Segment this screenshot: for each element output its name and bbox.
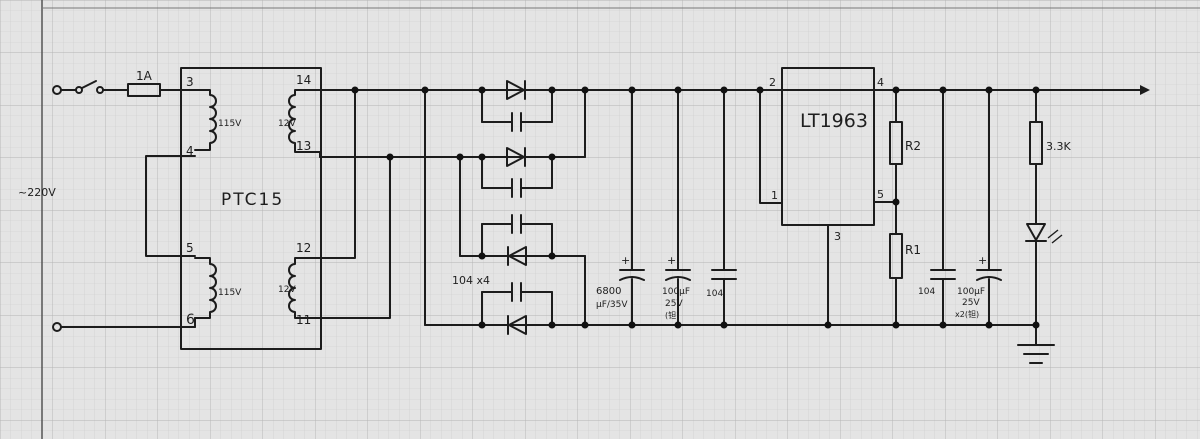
pin-4-label: 4 (186, 144, 194, 158)
pin-3-label: 3 (834, 230, 841, 243)
secondary-2-voltage: 12V (278, 285, 296, 295)
filter-cap-2-rating: 25V (665, 299, 683, 309)
secondary-winding-1 (288, 89, 311, 153)
filter-cap-1-value: 6800 (596, 286, 621, 297)
input-voltage-label: ~220V (18, 186, 56, 199)
filter-cap-2-note: (钽) (665, 310, 679, 320)
pin-4-label: 4 (877, 76, 884, 89)
pin-13-label: 13 (296, 139, 311, 153)
switch-contact-a (75, 86, 83, 94)
filter-cap-3-value: 104 (706, 289, 723, 299)
indicator-resistor-label: 3.3K (1046, 140, 1071, 153)
primary-1-voltage: 115V (218, 119, 242, 129)
pin-5-label: 5 (877, 188, 884, 201)
diode-1 (506, 80, 525, 100)
pin-14-label: 14 (296, 73, 311, 87)
output-cap-2-value: 100μF (957, 287, 985, 297)
svg-text:+: + (667, 254, 676, 267)
pin-12-label: 12 (296, 241, 311, 255)
transformer: PTC15 3 4 115V 5 6 115V 14 13 12V 12 11 … (145, 67, 322, 350)
diode-4 (508, 315, 527, 335)
secondary-1-voltage: 12V (278, 119, 296, 129)
r2-label: R2 (905, 139, 921, 153)
input-section: 1A ~220V (18, 69, 196, 332)
pin-1-label: 1 (771, 189, 778, 202)
tap-12-link (309, 89, 356, 259)
junctions (351, 86, 1040, 329)
output-cap-2-note: x2(钽) (955, 309, 979, 319)
bypass-caps-label: 104 x4 (452, 274, 490, 287)
secondary-winding-2 (288, 257, 311, 319)
svg-text:+: + (978, 254, 987, 267)
pin-11-label: 11 (296, 313, 311, 327)
pin-5-label: 5 (186, 241, 194, 255)
pin-2-label: 2 (769, 76, 776, 89)
output-cap-1-value: 104 (918, 287, 935, 297)
indicator: 3.3K (1017, 89, 1071, 364)
svg-text:+: + (621, 254, 630, 267)
pin-3-label: 3 (186, 75, 194, 89)
diode-2 (506, 147, 525, 167)
pin-6-label: 6 (186, 312, 195, 328)
feedback-divider: R2 R1 (889, 89, 921, 326)
tap-11-link (309, 156, 391, 319)
output-cap-2-rating: 25V (962, 298, 980, 308)
transformer-name: PTC15 (221, 190, 284, 210)
output-capacitors: 104 + 100μF 25V x2(钽) (918, 89, 1002, 326)
filter-cap-2-value: 100μF (662, 287, 690, 297)
r1-label: R1 (905, 243, 921, 257)
led (1026, 223, 1046, 241)
transformer-body (180, 67, 322, 350)
primary-winding-1 (194, 89, 217, 151)
primary-winding-2 (194, 257, 217, 319)
regulator-name: LT1963 (800, 110, 868, 132)
filter-capacitors: + 6800 μF/35V + 100μF 25V (钽) 104 (596, 89, 737, 326)
filter-cap-1-rating: μF/35V (596, 300, 628, 310)
primary-series-link (145, 155, 196, 257)
fuse-label: 1A (136, 69, 153, 83)
primary-2-voltage: 115V (218, 288, 242, 298)
regulator: LT1963 2 1 3 4 5 (759, 67, 897, 326)
power-switch (81, 80, 97, 89)
